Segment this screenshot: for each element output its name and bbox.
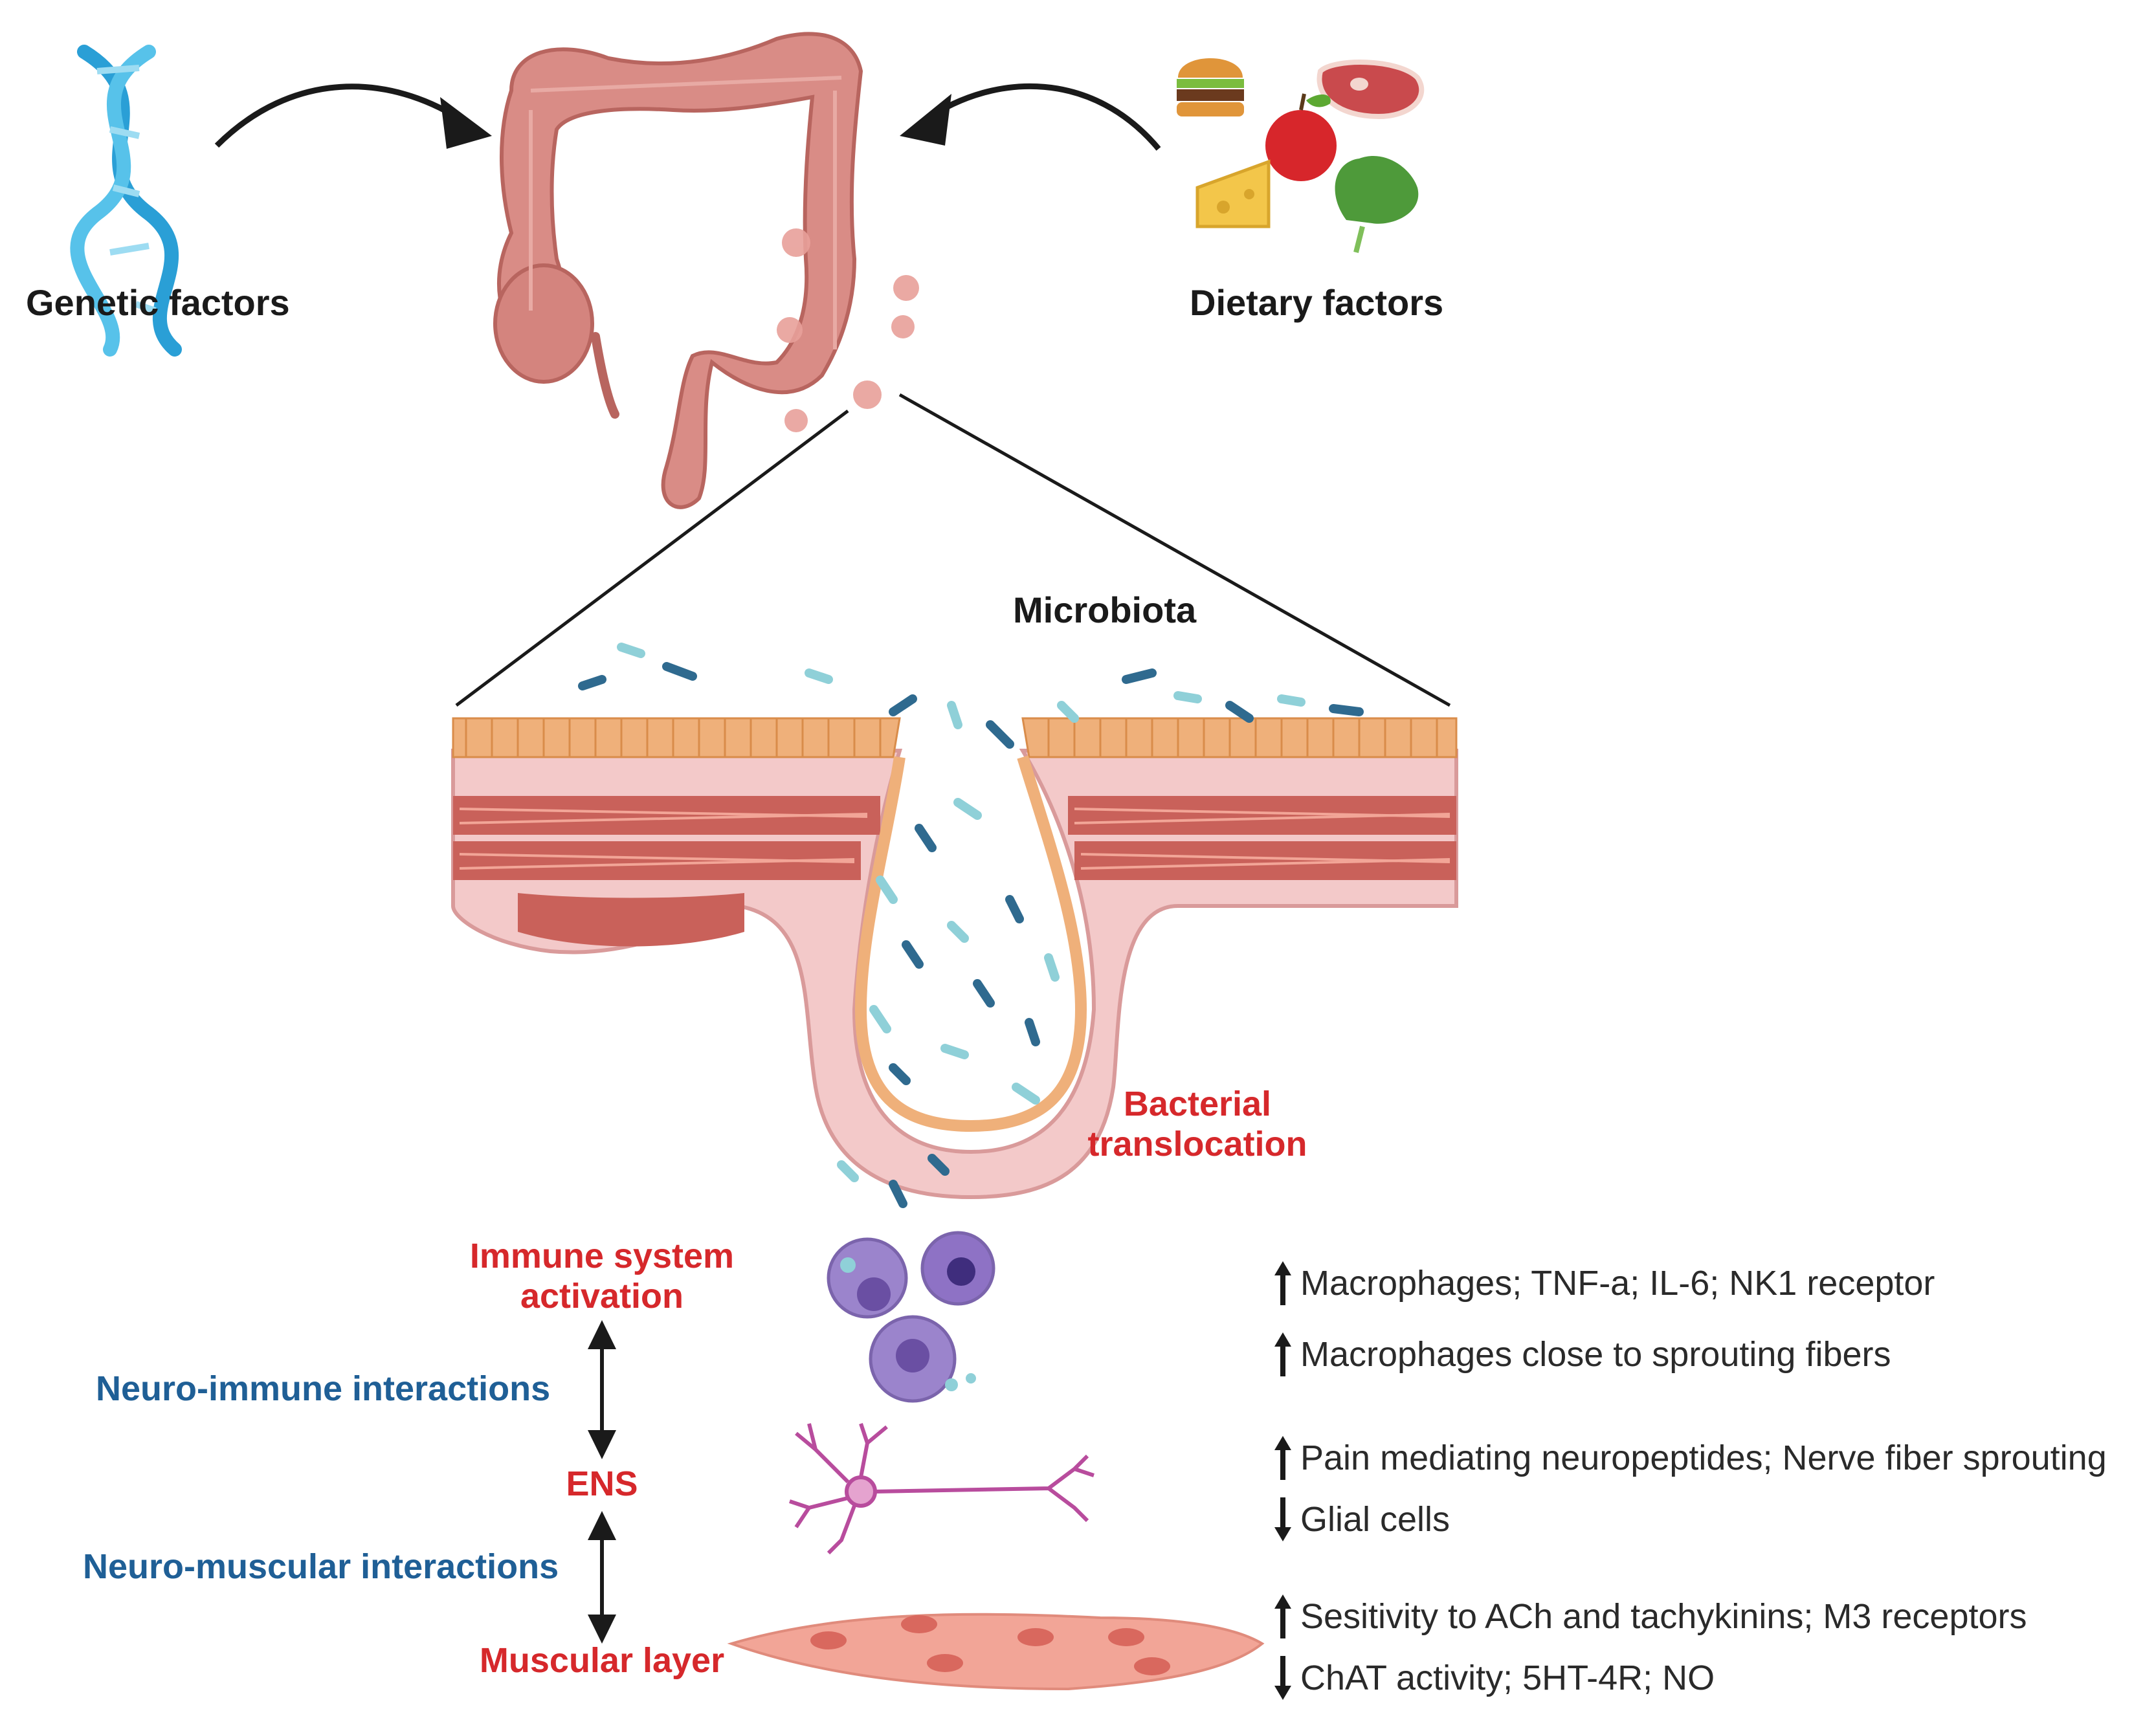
- burger-icon: [1177, 58, 1244, 116]
- up-arrow-icon: [1274, 1594, 1291, 1638]
- colon-illustration: [493, 32, 919, 509]
- immune-activation-line1: Immune system: [469, 1237, 735, 1275]
- down-arrow-icon: [1274, 1497, 1291, 1541]
- meat-icon: [1317, 60, 1425, 120]
- effect-text: Macrophages; TNF-a; IL-6; NK1 receptor: [1300, 1264, 1935, 1303]
- down-arrow-icon: [1274, 1656, 1291, 1700]
- cheese-icon: [1195, 159, 1271, 228]
- dna-helix-icon: [70, 45, 182, 357]
- bacterial-translocation-label: Bacterial translocation: [1074, 1084, 1320, 1164]
- genetic-factors-label: Genetic factors: [26, 282, 290, 323]
- bidirectional-arrow-immune-ens: [588, 1320, 616, 1459]
- effect-text: ChAT activity; 5HT-4R; NO: [1300, 1659, 1715, 1697]
- dietary-arrow-head: [900, 94, 951, 146]
- dietary-arrow: [924, 83, 1161, 151]
- dietary-factors-label: Dietary factors: [1190, 282, 1444, 323]
- muscle-cells: [727, 1613, 1265, 1691]
- ens-label: ENS: [566, 1464, 638, 1503]
- muscular-layer-label: Muscular layer: [479, 1641, 725, 1680]
- bacterial-translocation-line1: Bacterial: [1123, 1085, 1272, 1123]
- neuro-immune-label: Neuro-immune interactions: [96, 1369, 551, 1408]
- genetic-arrow: [214, 83, 468, 148]
- up-arrow-icon: [1274, 1332, 1291, 1376]
- effect-item: Macrophages close to sprouting fibers: [1272, 1330, 1891, 1379]
- zoom-line-right: [898, 393, 1451, 707]
- genetic-arrow-head: [440, 97, 492, 149]
- immune-activation-label: Immune system activation: [453, 1236, 751, 1316]
- effect-text: Sesitivity to ACh and tachykinins; M3 re…: [1300, 1597, 2027, 1636]
- effect-item: Glial cells: [1272, 1495, 1450, 1544]
- bacteria-cluster: [578, 643, 1364, 1208]
- neuro-muscular-label: Neuro-muscular interactions: [83, 1547, 559, 1586]
- effect-item: Pain mediating neuropeptides; Nerve fibe…: [1272, 1433, 2107, 1483]
- immune-cells: [827, 1231, 995, 1403]
- apple-icon: [1265, 93, 1337, 181]
- neuron-illustration: [789, 1423, 1095, 1555]
- zoom-line-left: [455, 410, 849, 707]
- bacterial-translocation-line2: translocation: [1087, 1125, 1307, 1163]
- intestinal-wall-section: [451, 717, 1458, 1200]
- bidirectional-arrow-ens-muscle: [588, 1511, 616, 1644]
- effect-item: Macrophages; TNF-a; IL-6; NK1 receptor: [1272, 1259, 1935, 1308]
- immune-activation-line2: activation: [520, 1277, 684, 1316]
- up-arrow-icon: [1274, 1436, 1291, 1480]
- microbiota-label: Microbiota: [1013, 590, 1197, 630]
- effect-item: ChAT activity; 5HT-4R; NO: [1272, 1653, 1715, 1703]
- effect-item: Sesitivity to ACh and tachykinins; M3 re…: [1272, 1592, 2027, 1641]
- effect-text: Macrophages close to sprouting fibers: [1300, 1335, 1891, 1374]
- effect-text: Glial cells: [1300, 1500, 1450, 1539]
- up-arrow-icon: [1274, 1261, 1291, 1305]
- lettuce-icon: [1335, 156, 1419, 253]
- effect-text: Pain mediating neuropeptides; Nerve fibe…: [1300, 1439, 2107, 1477]
